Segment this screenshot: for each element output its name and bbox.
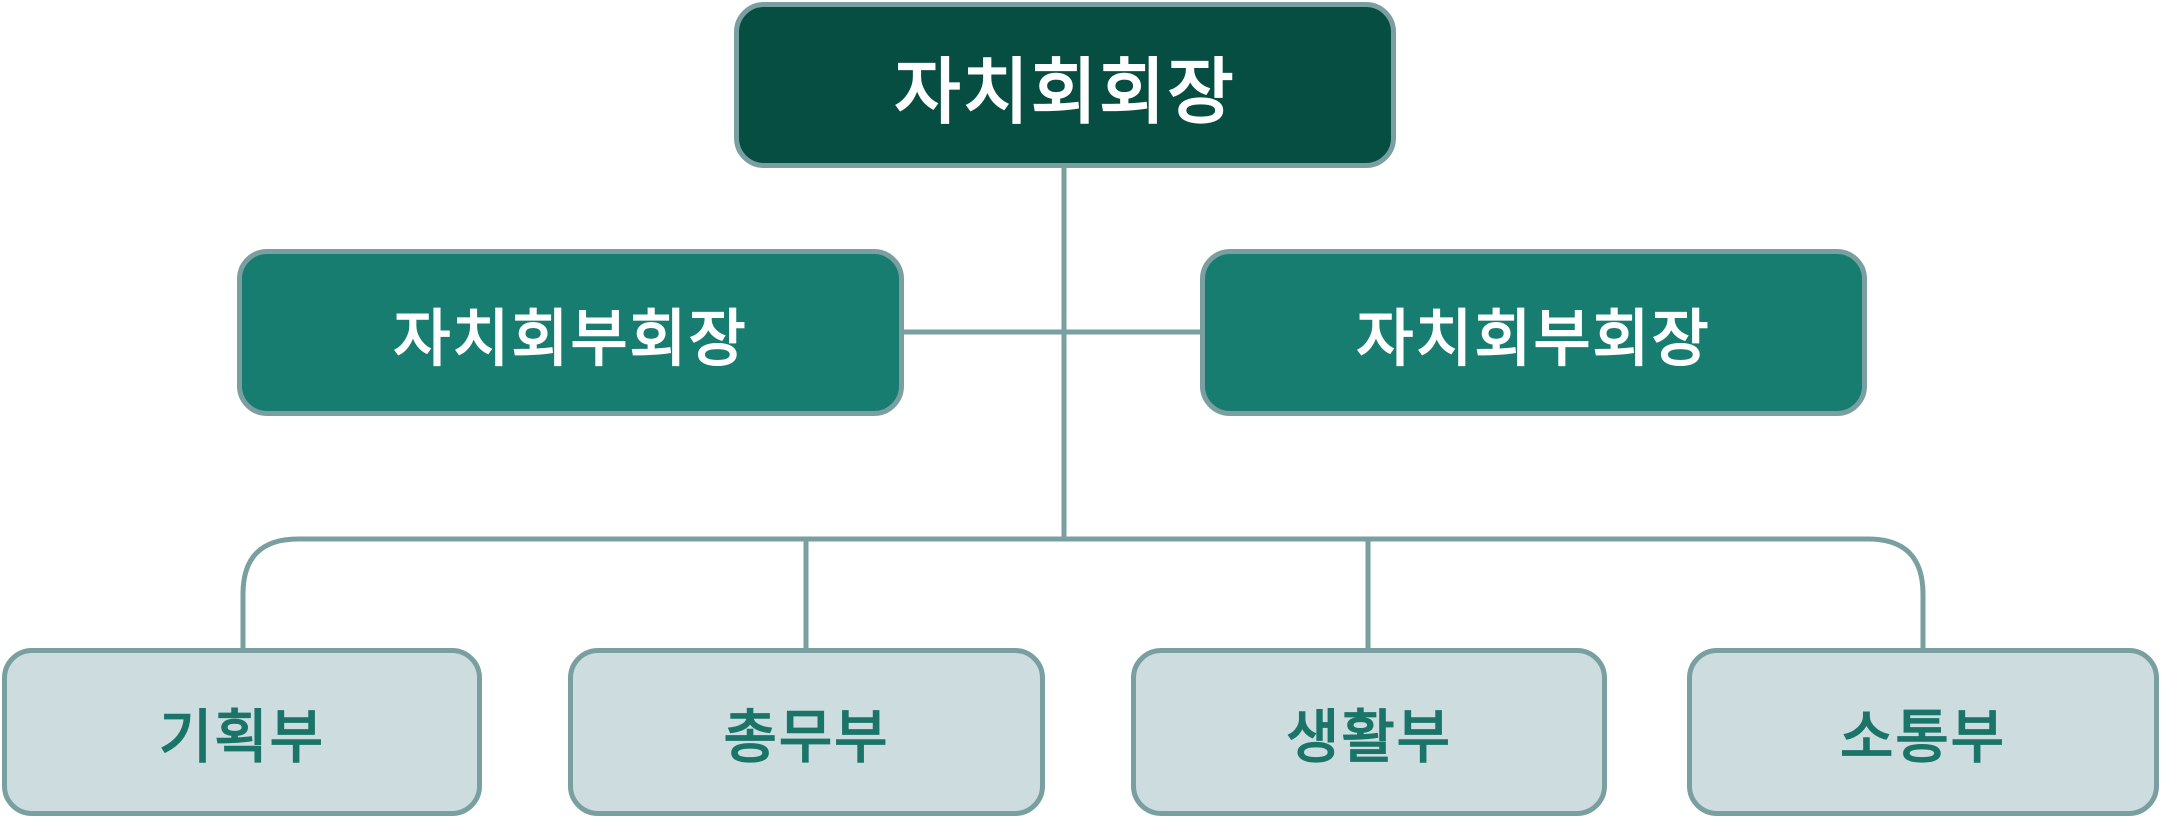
vice-president-box-left: 자치회부회장: [237, 249, 904, 416]
department-label: 기획부: [158, 703, 326, 771]
department-box-communication: 소통부: [1687, 648, 2159, 816]
department-label: 총무부: [723, 703, 890, 771]
vice-president-label: 자치회부회장: [1356, 301, 1711, 375]
department-label: 소통부: [1839, 703, 2007, 771]
department-box-planning: 기획부: [2, 648, 482, 816]
president-label: 자치회회장: [894, 49, 1236, 134]
department-box-general-affairs: 총무부: [568, 648, 1045, 816]
department-label: 생활부: [1285, 703, 1453, 771]
connector-dept-bus: [240, 536, 1926, 648]
president-box: 자치회회장: [734, 2, 1396, 168]
vice-president-box-right: 자치회부회장: [1200, 249, 1867, 416]
department-box-living: 생활부: [1131, 648, 1607, 816]
vice-president-label: 자치회부회장: [393, 301, 748, 375]
